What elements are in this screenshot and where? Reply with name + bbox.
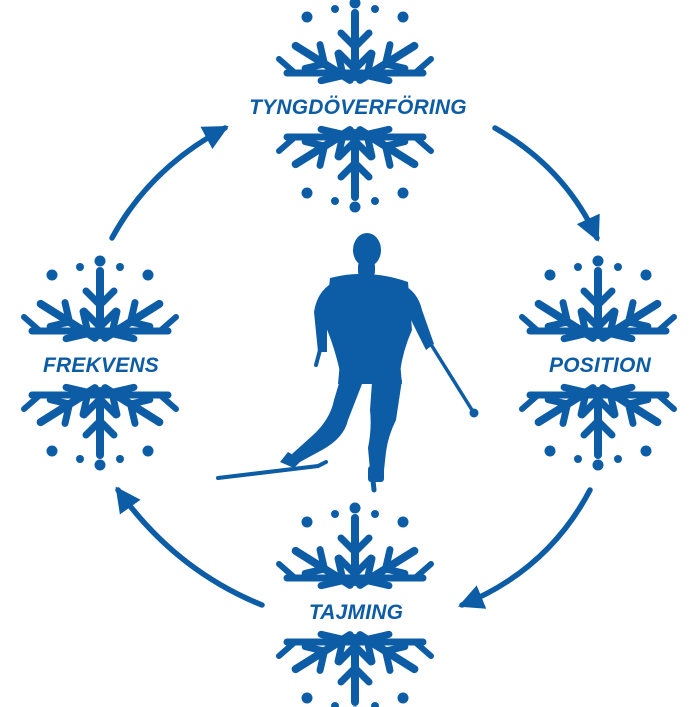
arrow-frekvens-to-tyngdoverforing [112,128,225,238]
node-label-top: TYNGDÖVERFÖRING [249,96,467,119]
left-ski [218,462,326,478]
arrow-tyngdoverforing-to-position [495,128,597,238]
left-ski-pole [316,350,320,365]
right-ski [372,470,374,490]
pole-basket [470,409,479,418]
node-label-right: POSITION [549,354,652,377]
node-label-bottom: TAJMING [309,601,403,624]
arrow-tajming-to-frekvens [118,490,262,605]
node-label-left: FREKVENS [43,354,159,377]
right-ski-pole [432,346,472,410]
arrow-position-to-tajming [462,490,590,605]
skier-icon [280,233,434,482]
